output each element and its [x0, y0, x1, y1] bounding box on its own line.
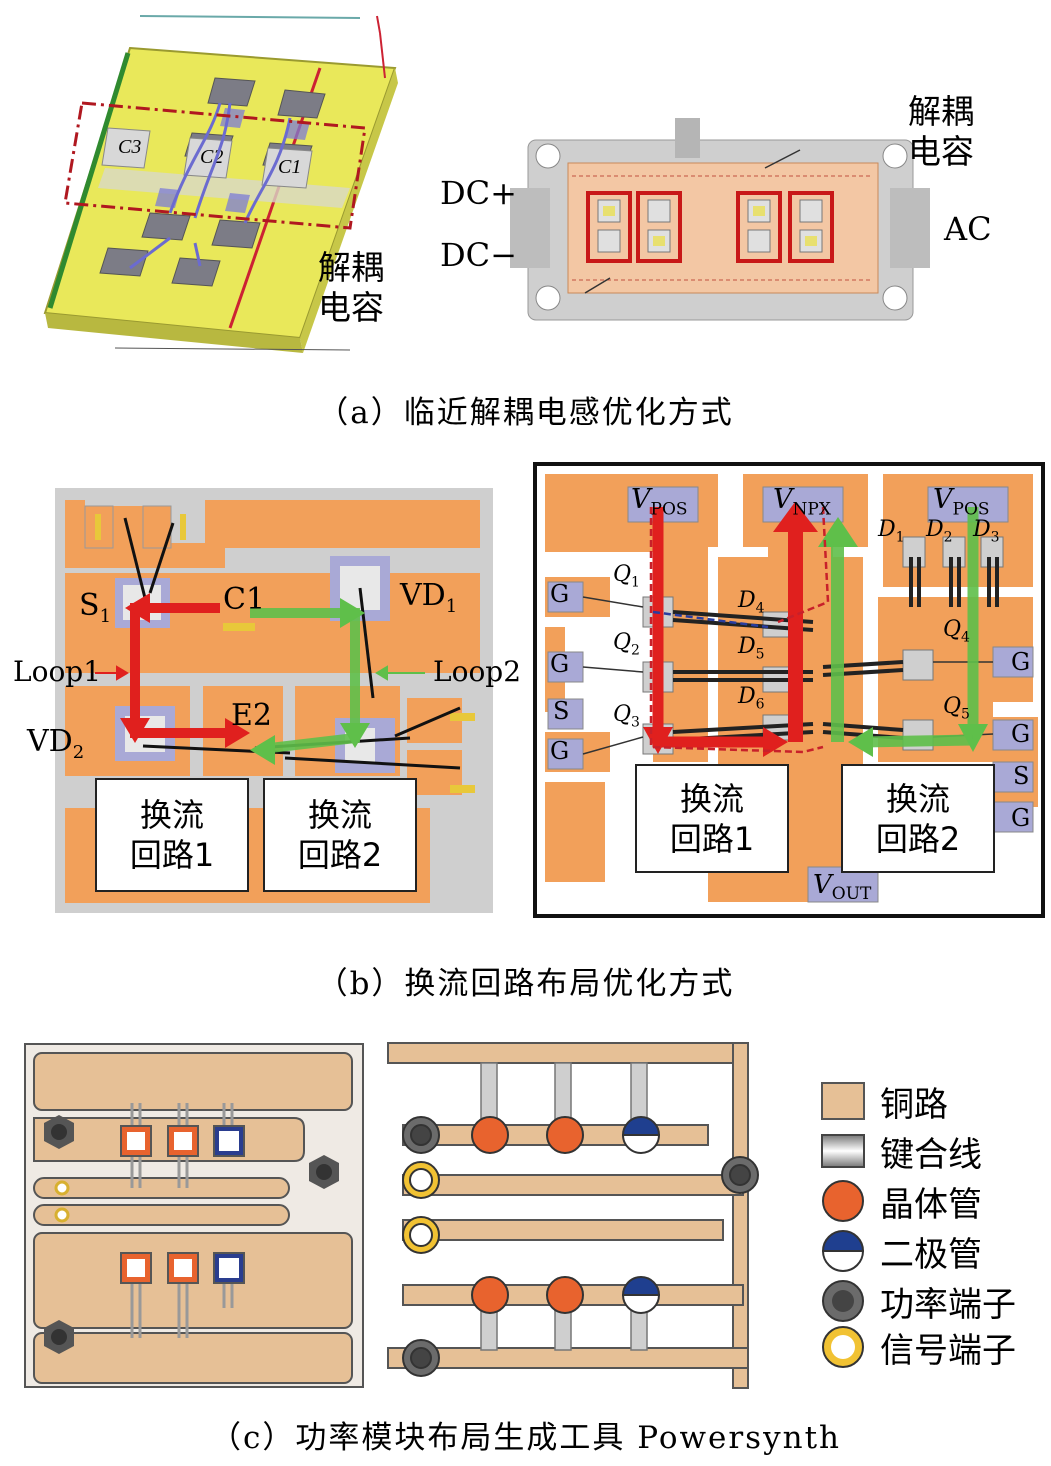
legend-copper-trace: 铜路: [820, 1078, 948, 1125]
vpos-label-right: VPOS: [933, 484, 990, 520]
caption-c: （c）功率模块布局生成工具 Powersynth: [210, 1420, 841, 1456]
caption-b: （b）换流回路布局优化方式: [316, 966, 735, 1002]
q4-label: Q4: [943, 617, 970, 646]
vpos-label-left: VPOS: [631, 484, 688, 520]
d2-label: D2: [926, 517, 953, 546]
decap-label-right: 解耦 电容: [908, 92, 974, 171]
vout-label: VOUT: [813, 870, 872, 905]
gate-label-4: G: [1011, 648, 1031, 676]
powersynth-layout-right: [387, 1042, 759, 1389]
vnpx-label: VNPX: [773, 484, 831, 520]
cap-c1-label: C1: [278, 156, 301, 178]
e2-label: E2: [231, 698, 272, 733]
gate-label-3: G: [550, 737, 570, 765]
legend-signal-terminal: 信号端子: [820, 1324, 1016, 1371]
copper-trace-swatch-icon: [821, 1082, 865, 1120]
caption-a: （a）临近解耦电感优化方式: [317, 395, 734, 431]
s1-label: S1: [79, 588, 112, 627]
ac-label: AC: [944, 210, 992, 248]
d4-label: D4: [738, 588, 765, 617]
loop1-label: Loop1: [13, 655, 102, 688]
power-terminal-circle-icon: [822, 1280, 864, 1322]
dc-plus-label: DC+: [440, 174, 517, 212]
diode-half-circle-icon: [821, 1230, 865, 1272]
source-label-2: S: [1013, 762, 1030, 790]
gate-label-1: G: [550, 580, 570, 608]
gate-label-6: G: [1011, 804, 1031, 832]
q1-label: Q1: [613, 562, 640, 591]
loop2-arrow-right: [818, 507, 988, 757]
panel-a: C3 C2 C1 解耦 电容: [0, 0, 1051, 440]
d6-label: D6: [738, 684, 765, 713]
loop2-arrow: [250, 598, 370, 765]
vd1-label: VD1: [400, 578, 458, 617]
cap-c3-label: C3: [118, 136, 141, 158]
bond-wire-swatch-icon: [821, 1134, 865, 1168]
transistor-circle-icon: [822, 1180, 864, 1222]
commutation-loop2-box-right: 换流回路2: [841, 764, 995, 873]
d5-label: D5: [738, 634, 765, 663]
q2-label: Q2: [613, 630, 640, 659]
c1-label: C1: [223, 582, 266, 617]
diode-symbols: [621, 1116, 661, 1314]
d3-label: D3: [973, 517, 1000, 546]
commutation-loop1-box-left: 换流回路1: [95, 778, 249, 892]
gate-label-5: G: [1011, 720, 1031, 748]
power-module-photo: [510, 118, 930, 321]
legend-transistor: 晶体管: [820, 1178, 982, 1225]
commutation-layout-right: [533, 462, 1045, 918]
signal-terminal-ring-icon: [822, 1326, 864, 1368]
vd2-label: VD2: [27, 724, 85, 763]
legend-diode: 二极管: [820, 1228, 982, 1275]
d1-label: D1: [878, 517, 905, 546]
dc-minus-label: DC−: [440, 236, 517, 274]
commutation-loop1-box-right: 换流回路1: [635, 764, 789, 873]
decap-label-left: 解耦 电容: [318, 248, 384, 327]
legend-power-terminal: 功率端子: [820, 1278, 1016, 1325]
panel-b-left: S1 C1 VD1 Loop1 Loop2 VD2 E2 换流回路1 换流回路2: [13, 488, 521, 913]
panel-b-right: VPOS VNPX VPOS VOUT G G S G G G S G Q1 Q…: [533, 462, 1051, 920]
decap-3d-layout: C3 C2 C1: [43, 15, 398, 353]
legend-bond-wire: 键合线: [820, 1128, 982, 1175]
loop1-arrow: [120, 593, 250, 748]
loop2-label: Loop2: [433, 655, 522, 688]
q5-label: Q5: [943, 694, 970, 723]
source-label-1: S: [553, 697, 570, 725]
q3-label: Q3: [613, 702, 640, 731]
powersynth-layout-left: [24, 1043, 364, 1388]
commutation-loop2-box-left: 换流回路2: [263, 778, 417, 892]
gate-label-2: G: [550, 650, 570, 678]
